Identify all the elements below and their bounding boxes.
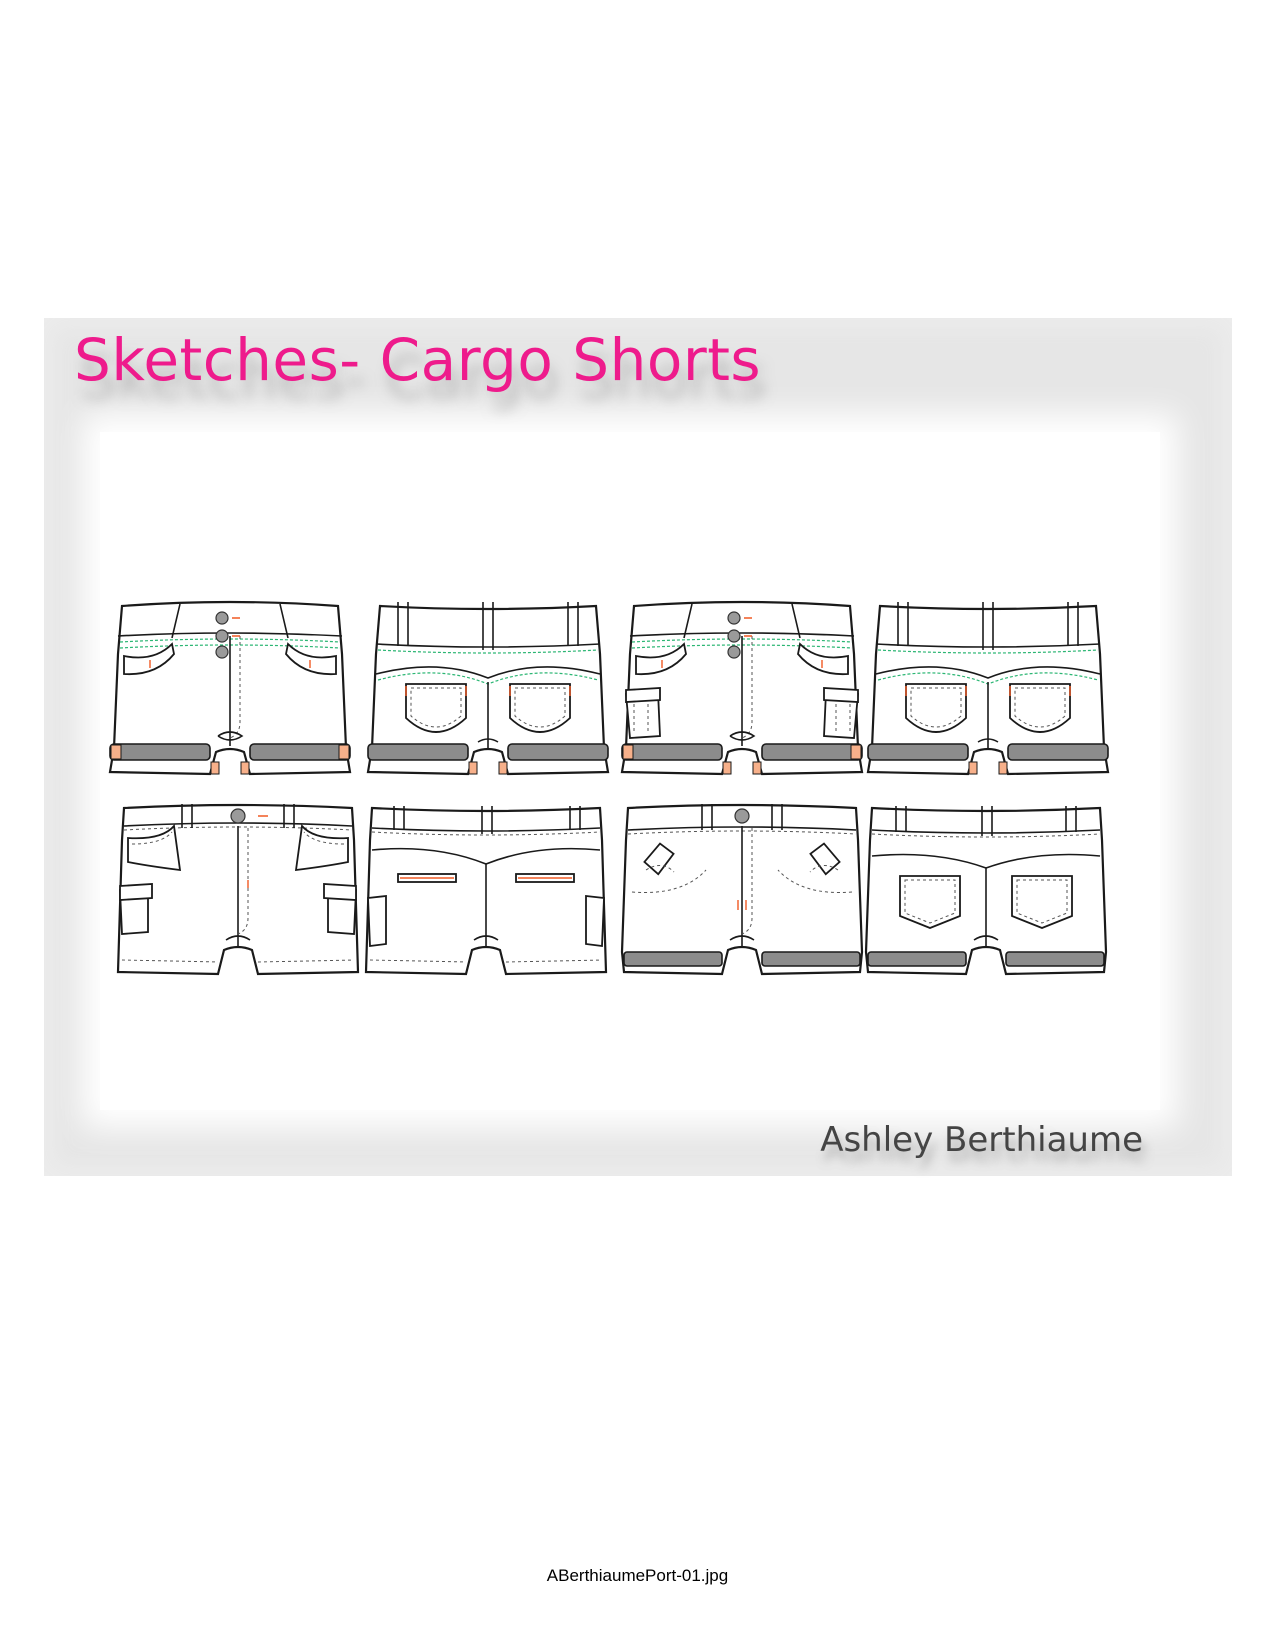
designer-name: Ashley Berthiaume: [820, 1120, 1143, 1160]
sketch-back-classic-pocket-cuffed: [864, 804, 1108, 976]
sketch-back-patch-pocket-cuffed-2: [866, 600, 1110, 776]
sketch-front-button-fly-cuffed: [108, 600, 352, 776]
file-name: ABerthiaumePort-01.jpg: [546, 1566, 729, 1585]
sketch-back-welt-pocket-cargo: [364, 804, 608, 976]
sketch-front-button-fly-cargo-cuffed: [622, 602, 862, 774]
sketch-front-flap-pocket-cuffed: [620, 802, 864, 976]
sketch-back-patch-pocket-cuffed: [366, 600, 610, 776]
page-title: Sketches- Cargo Shorts: [74, 326, 762, 394]
sketch-front-low-rise-cargo: [116, 802, 360, 976]
